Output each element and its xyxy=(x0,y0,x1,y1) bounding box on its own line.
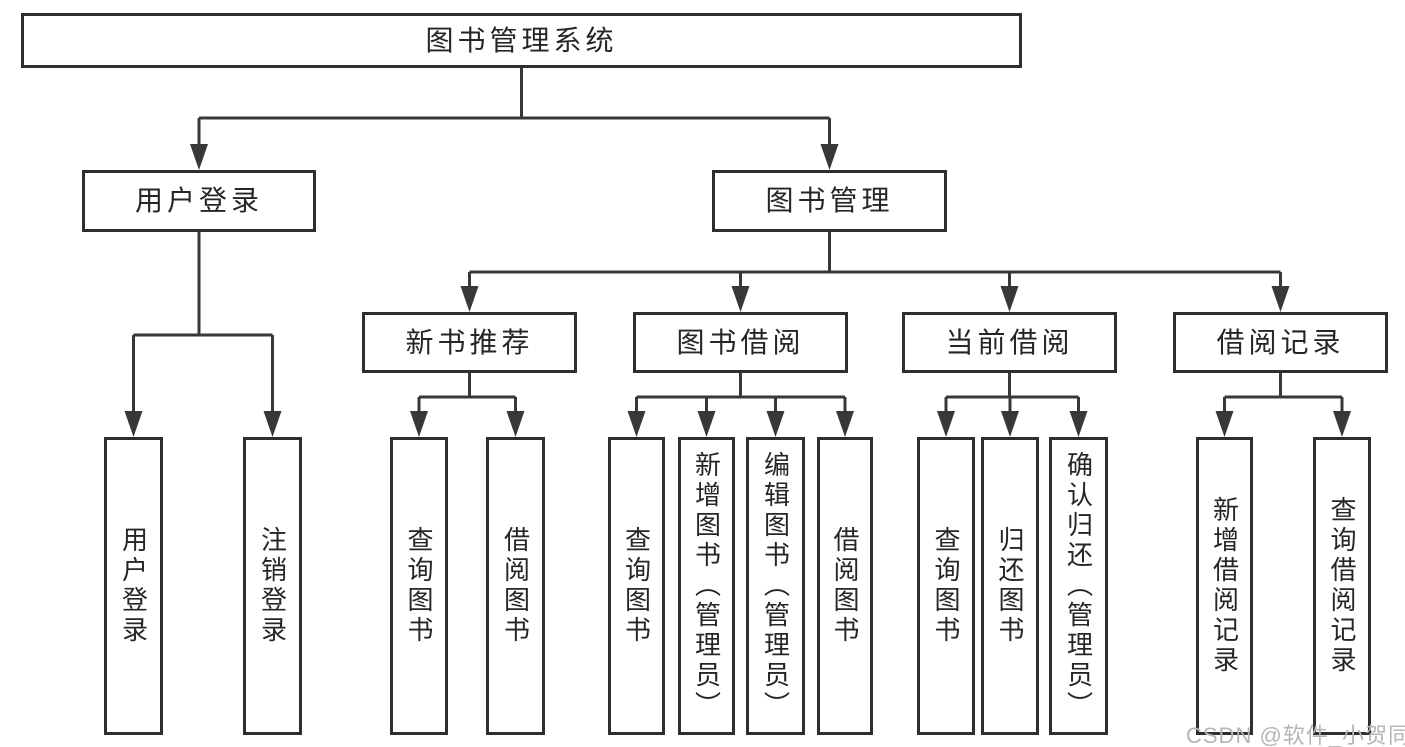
leaf-query-borrow-record: 查询借阅记录 xyxy=(1313,437,1371,735)
leaf-borrow-books-borrowing: 借阅图书 xyxy=(817,437,873,735)
node-borrowing-records: 借阅记录 xyxy=(1173,312,1388,373)
node-book-borrowing: 图书借阅 xyxy=(633,312,848,373)
leaf-logout: 注销登录 xyxy=(243,437,302,735)
node-book-management: 图书管理 xyxy=(712,170,947,232)
watermark-text: CSDN @软件_小贺同学 xyxy=(1186,723,1405,747)
node-root-library-system: 图书管理系统 xyxy=(21,13,1022,68)
leaf-add-borrow-record: 新增借阅记录 xyxy=(1196,437,1253,735)
node-new-book-recommendation: 新书推荐 xyxy=(362,312,577,373)
leaf-add-book-admin: 新增图书（管理员） xyxy=(678,437,735,735)
leaf-return-books: 归还图书 xyxy=(981,437,1039,735)
node-user-login: 用户登录 xyxy=(82,170,316,232)
leaf-query-books-borrowing: 查询图书 xyxy=(608,437,665,735)
leaf-query-books-current: 查询图书 xyxy=(917,437,975,735)
leaf-query-books-recommend: 查询图书 xyxy=(390,437,448,735)
leaf-edit-book-admin: 编辑图书（管理员） xyxy=(746,437,805,735)
leaf-confirm-return-admin: 确认归还（管理员） xyxy=(1049,437,1108,735)
node-current-borrowing: 当前借阅 xyxy=(902,312,1117,373)
leaf-borrow-books-recommend: 借阅图书 xyxy=(486,437,545,735)
leaf-user-login: 用户登录 xyxy=(104,437,163,735)
